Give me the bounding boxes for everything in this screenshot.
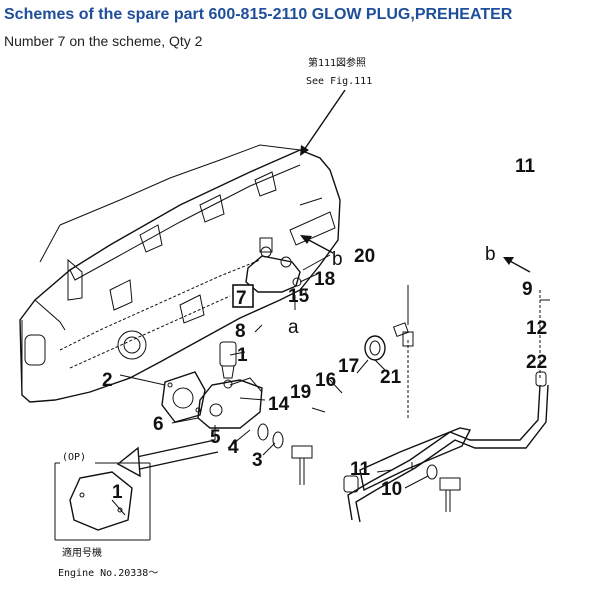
callout-16: 16 bbox=[315, 370, 336, 391]
op-arrow-shaft bbox=[131, 439, 216, 459]
engine-no: Engine No.20338〜 bbox=[58, 568, 158, 579]
washer-3 bbox=[272, 431, 284, 449]
pipe-assembly bbox=[343, 290, 549, 523]
op-label: (OP) bbox=[62, 452, 86, 463]
callout-9: 9 bbox=[522, 279, 533, 300]
callout-7: 7 bbox=[236, 288, 247, 309]
washer-4 bbox=[257, 423, 269, 441]
arrow-b-left bbox=[304, 237, 334, 254]
callout-8: 8 bbox=[235, 321, 246, 342]
op-arrowhead bbox=[116, 446, 141, 478]
callout-20: 20 bbox=[354, 246, 375, 267]
marker-a: a bbox=[288, 317, 299, 338]
marker-b-left: b bbox=[332, 249, 343, 270]
callout-21: 21 bbox=[380, 367, 402, 388]
callout-19: 19 bbox=[290, 382, 311, 403]
callout-5: 5 bbox=[210, 427, 221, 448]
callout-6: 6 bbox=[153, 414, 164, 435]
callout-1-op: 1 bbox=[112, 482, 123, 503]
callout-3: 3 bbox=[252, 450, 263, 471]
leader-lines bbox=[111, 254, 550, 516]
callout-1: 1 bbox=[237, 345, 248, 366]
op-detail: (OP) 適用号機 Engine No.20338〜 bbox=[54, 452, 158, 579]
callout-17: 17 bbox=[338, 356, 359, 377]
bolt-left bbox=[291, 445, 313, 485]
callout-22: 22 bbox=[526, 352, 547, 373]
applicable-jp: 適用号機 bbox=[62, 546, 102, 559]
callout-10: 10 bbox=[381, 479, 402, 500]
marker-b-right: b bbox=[485, 244, 496, 265]
fig-ref-en: See Fig.111 bbox=[306, 76, 372, 87]
engine-block bbox=[19, 144, 341, 403]
fig-ref-leader bbox=[303, 89, 346, 151]
fig-ref-jp: 第111図参照 bbox=[308, 56, 366, 69]
callout-18: 18 bbox=[314, 269, 335, 290]
callout-11-top: 11 bbox=[515, 156, 536, 177]
page-subtitle: Number 7 on the scheme, Qty 2 bbox=[4, 33, 203, 49]
arrow-b-right bbox=[507, 259, 531, 273]
fig-ref-arrowhead bbox=[300, 145, 309, 156]
callout-11-bottom: 11 bbox=[350, 459, 371, 480]
hose-fitting bbox=[364, 285, 414, 361]
callout-12: 12 bbox=[526, 318, 547, 339]
callout-4: 4 bbox=[228, 437, 239, 458]
gasket bbox=[161, 371, 206, 423]
callout-14: 14 bbox=[268, 394, 290, 415]
page-title: Schemes of the spare part 600-815-2110 G… bbox=[4, 6, 513, 23]
callout-2: 2 bbox=[102, 370, 113, 391]
highlight-box-7 bbox=[232, 284, 254, 308]
callout-15: 15 bbox=[288, 286, 310, 307]
